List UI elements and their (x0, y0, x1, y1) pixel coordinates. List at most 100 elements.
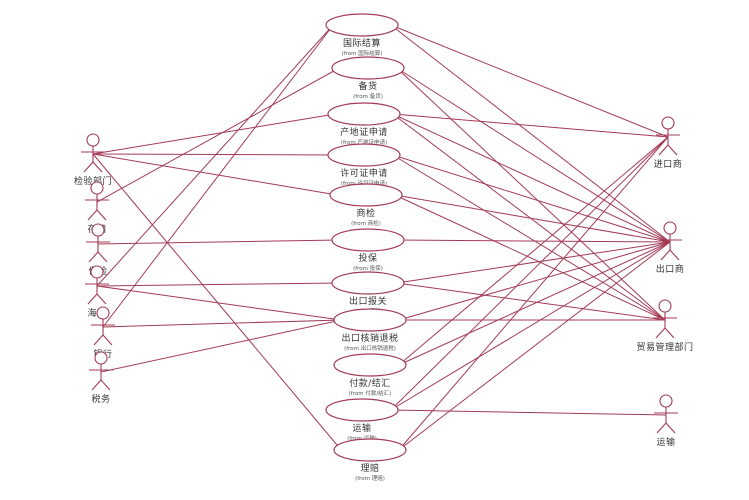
actor-figure-icon (658, 221, 682, 261)
usecase-xuke[interactable]: 许可证申请(from 许可证申请) (327, 143, 401, 187)
actor-maoyi[interactable]: 贸易管理部门 (636, 299, 693, 353)
use-cases: 国际结算(from 国际结算)备货(from 备货)产地证申请(from 产地证… (325, 13, 407, 482)
usecase-title: 国际结算 (343, 37, 381, 49)
actor-shuiwu[interactable]: 税务 (89, 351, 113, 405)
usecase-title: 出口核销退税 (341, 332, 398, 344)
association-yunshu_actor-yunshu (390, 409, 667, 416)
usecase-ellipse (325, 13, 399, 37)
association-maoyi-chandi (392, 113, 666, 321)
usecase-ellipse (331, 56, 405, 80)
usecase-title: 投保 (358, 252, 377, 264)
actor-figure-icon (81, 133, 105, 173)
usecase-shangjian[interactable]: 商检(from 商检) (329, 183, 403, 227)
actor-figure-icon (85, 181, 109, 221)
actor-label: 税务 (91, 393, 110, 405)
association-chukou-chandi (392, 113, 671, 243)
association-chukou-hexiao (398, 241, 671, 321)
usecase-title: 运输 (352, 422, 371, 434)
usecase-source: (from 备货) (353, 92, 383, 100)
association-maoyi-xuke (392, 154, 666, 321)
association-cangchu-beihuo (96, 67, 340, 203)
actor-label: 运输 (656, 436, 675, 448)
association-jinkou-fukuan (398, 136, 669, 366)
association-yinhang-hexiao (102, 319, 342, 328)
association-chukou-guoji (390, 24, 671, 243)
association-jianyan-xuke (92, 153, 336, 156)
association-chukou-baoguan (396, 241, 671, 284)
usecase-ellipse (331, 271, 405, 295)
usecase-source: (from 运输) (347, 434, 377, 442)
usecase-baoguan[interactable]: 出口报关(from 报关) (331, 271, 405, 315)
actors: 检验部门存储保险海关银行税务进口商出口商贸易管理部门运输 (74, 116, 693, 448)
association-jianyan-shangjian (92, 153, 338, 196)
usecase-ellipse (327, 143, 401, 167)
association-shuiwu-hexiao (100, 319, 342, 373)
usecase-source: (from 国际结算) (342, 49, 383, 57)
usecase-hexiao[interactable]: 出口核销退税(from 出口核销退税) (333, 308, 407, 352)
usecase-source: (from 商检) (351, 219, 381, 227)
association-jianyan-lipei (92, 153, 342, 451)
association-chukou-xuke (392, 154, 671, 243)
association-chukou-yunshu (390, 241, 671, 411)
actor-figure-icon (91, 306, 115, 346)
usecase-yunshu[interactable]: 运输(from 运输) (325, 398, 399, 442)
usecase-title: 商检 (356, 207, 375, 219)
usecase-source: (from 许可证申请) (341, 179, 387, 187)
usecase-ellipse (329, 183, 403, 207)
association-chukou-lipei (398, 241, 671, 451)
association-jinkou-lipei (398, 136, 669, 451)
association-haiguan-guoji (96, 24, 334, 287)
usecase-source: (from 产地证申请) (341, 138, 387, 146)
usecase-ellipse (333, 308, 407, 332)
usecase-ellipse (331, 228, 405, 252)
actor-figure-icon (654, 394, 678, 434)
actor-figure-icon (656, 116, 680, 156)
usecase-lipei[interactable]: 理赔(from 理赔) (333, 438, 407, 482)
usecase-ellipse (325, 398, 399, 422)
usecase-source: (from 投保) (353, 264, 383, 272)
association-maoyi-baoguan (396, 282, 666, 321)
usecase-source: (from 付款/结汇) (349, 389, 392, 397)
usecase-ellipse (333, 353, 407, 377)
actor-jianyan[interactable]: 检验部门 (74, 133, 112, 187)
association-haiguan-hexiao (96, 285, 342, 321)
association-chukou-fukuan (398, 241, 671, 366)
usecase-title: 出口报关 (349, 295, 387, 307)
association-chukou-toubao (396, 239, 671, 243)
usecase-toubao[interactable]: 投保(from 投保) (331, 228, 405, 272)
usecase-source: (from 出口核销退税) (344, 344, 396, 352)
association-jinkou-chandi (392, 113, 669, 138)
actor-label: 进口商 (654, 158, 683, 170)
actor-label: 出口商 (656, 263, 685, 275)
usecase-beihuo[interactable]: 备货(from 备货) (331, 56, 405, 100)
association-maoyi-beihuo (396, 67, 666, 321)
actor-jinkou[interactable]: 进口商 (654, 116, 683, 170)
usecase-chandi[interactable]: 产地证申请(from 产地证申请) (327, 102, 401, 146)
actor-yunshu_actor[interactable]: 运输 (654, 394, 678, 448)
association-haiguan-baoguan (96, 282, 340, 287)
association-jianyan-chandi (92, 113, 336, 155)
usecase-ellipse (333, 438, 407, 462)
actor-figure-icon (653, 299, 677, 339)
association-jinkou-yunshu (390, 136, 669, 411)
usecase-title: 许可证申请 (340, 167, 388, 179)
association-maoyi-shangjian (394, 194, 666, 321)
actor-figure-icon (85, 265, 109, 305)
actor-chukou[interactable]: 出口商 (656, 221, 685, 275)
usecase-fukuan[interactable]: 付款/结汇(from 付款/结汇) (333, 353, 407, 397)
usecase-guoji[interactable]: 国际结算(from 国际结算) (325, 13, 399, 57)
actor-figure-icon (86, 223, 110, 263)
association-yinhang-guoji (102, 24, 334, 328)
usecase-title: 理赔 (360, 462, 379, 474)
usecase-title: 产地证申请 (340, 126, 388, 138)
usecase-title: 付款/结汇 (349, 377, 391, 389)
usecase-source: (from 理赔) (355, 474, 385, 482)
association-chukou-shangjian (394, 194, 671, 243)
association-baoxian-toubao (97, 239, 340, 245)
usecase-ellipse (327, 102, 401, 126)
association-jinkou-guoji (390, 24, 669, 138)
actor-figure-icon (89, 351, 113, 391)
association-lines (92, 24, 671, 451)
association-chukou-beihuo (396, 67, 671, 243)
